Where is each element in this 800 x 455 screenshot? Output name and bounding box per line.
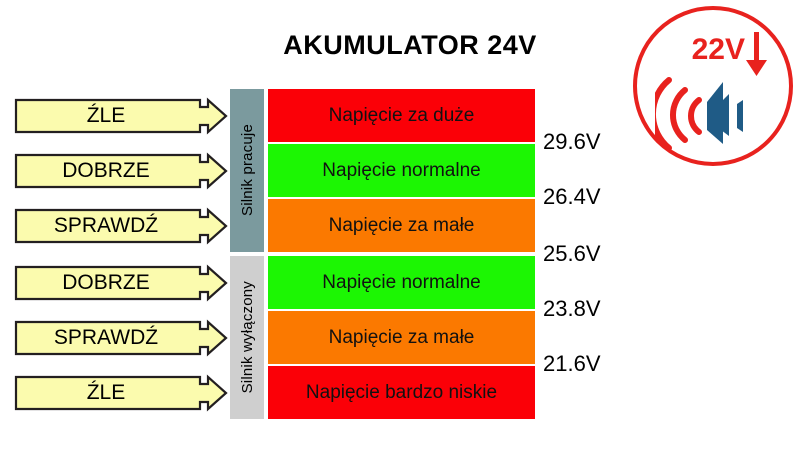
verdict-arrow: DOBRZE <box>14 264 229 302</box>
verdict-label: ŹLE <box>86 103 126 127</box>
verdict-label: ŹLE <box>86 380 126 404</box>
verdict-arrow: SPRAWDŹ <box>14 319 229 357</box>
threshold-voltage: 26.4V <box>543 184 601 209</box>
voltage-status-band: Napięcie normalne <box>268 256 535 309</box>
engine-state-label: Silnik pracuje <box>238 124 256 217</box>
threshold-voltage: 21.6V <box>543 351 601 376</box>
verdict-arrow: ŹLE <box>14 374 229 412</box>
arrow-down-icon <box>746 32 767 76</box>
engine-state-off: Silnik wyłączony <box>230 256 264 419</box>
threshold-voltage: 29.6V <box>543 129 601 154</box>
arrow-shape-icon <box>14 207 228 244</box>
voltage-status-band: Napięcie normalne <box>268 144 535 197</box>
threshold-voltage: 23.8V <box>543 296 601 321</box>
voltage-status-label: Napięcie za małe <box>328 214 475 236</box>
page-title: AKUMULATOR 24V <box>283 30 537 60</box>
voltage-status-band: Napięcie za małe <box>268 199 535 252</box>
arrow-shape-icon <box>14 264 228 301</box>
voltage-status-band: Napięcie za małe <box>268 311 535 364</box>
engine-state-running: Silnik pracuje <box>230 89 264 252</box>
arrow-shape-icon <box>14 374 228 411</box>
low-voltage-alarm-badge: 22V <box>633 6 793 166</box>
voltage-status-label: Napięcie za małe <box>328 326 475 348</box>
voltage-status-label: Napięcie normalne <box>322 159 481 181</box>
verdict-arrow: ŹLE <box>14 97 229 135</box>
voltage-status-label: Napięcie za duże <box>328 104 475 126</box>
verdict-arrow: DOBRZE <box>14 152 229 190</box>
badge-voltage-label: 22V <box>691 33 745 66</box>
arrow-shape-icon <box>14 319 228 356</box>
speaker-alarm-icon <box>655 77 743 150</box>
verdict-arrow: SPRAWDŹ <box>14 207 229 245</box>
voltage-status-band: Napięcie za duże <box>268 89 535 142</box>
verdict-label: DOBRZE <box>62 158 150 182</box>
verdict-label: SPRAWDŹ <box>53 213 159 237</box>
arrow-shape-icon <box>14 152 228 189</box>
engine-state-label: Silnik wyłączony <box>238 281 256 394</box>
verdict-label: SPRAWDŹ <box>53 325 159 349</box>
voltage-status-band: Napięcie bardzo niskie <box>268 366 535 419</box>
threshold-voltage: 25.6V <box>543 241 601 266</box>
voltage-status-label: Napięcie normalne <box>322 271 481 293</box>
verdict-label: DOBRZE <box>62 270 150 294</box>
voltage-status-label: Napięcie bardzo niskie <box>305 381 498 403</box>
arrow-shape-icon <box>14 97 228 134</box>
